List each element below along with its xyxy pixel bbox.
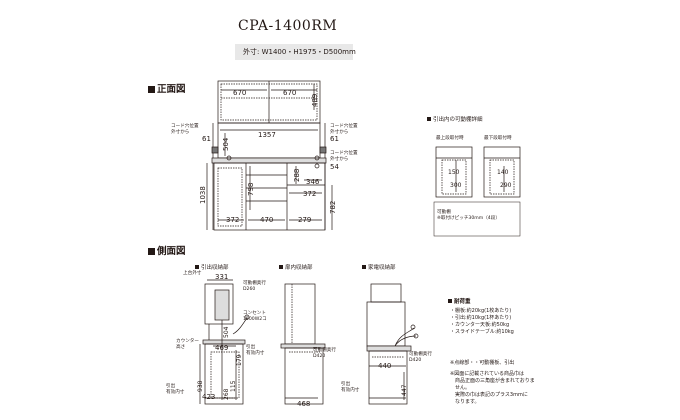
cord-note-2: コード穴位置外寸から: [330, 124, 358, 135]
side-view-heading: 側面図: [148, 243, 186, 257]
dim-782: 782: [329, 201, 337, 214]
dim-61-right: 61: [330, 135, 339, 143]
load-item: ・カウンター天板:約50kg: [450, 322, 510, 328]
side-dim-115: 115: [230, 380, 237, 392]
dim-61-left: 61: [202, 135, 211, 143]
note-line: ※図面に記載されている商品巾は: [450, 371, 525, 377]
dim-372-right: 372: [303, 190, 316, 198]
dim-504: 504: [222, 137, 230, 151]
detail-dim-140: 140: [497, 169, 509, 176]
side-dim-938: 938: [197, 380, 204, 392]
dim-1038: 1038: [199, 186, 207, 204]
side-dim-179: 179: [236, 354, 243, 366]
drawer-inner-label-1: 引出有効内寸: [246, 345, 265, 356]
dim-279: 279: [298, 216, 311, 224]
load-list: ・棚板:約20kg(1枚あたり) ・引出:約10kg(1杯あたり) ・カウンター…: [450, 308, 514, 336]
square-bullet-icon: [362, 265, 366, 269]
side-view-3-label: 家電収納部: [362, 263, 396, 271]
cord-note-1: コード穴位置外寸から: [171, 124, 199, 135]
shelf-detail-heading: 引出内の可動棚詳細: [427, 115, 483, 123]
dim-489: 489: [311, 94, 319, 107]
square-bullet-icon: [195, 265, 199, 269]
side-dim-504: 504: [223, 326, 230, 338]
side-dim-447: 447: [401, 384, 408, 396]
square-bullet-icon: [448, 299, 452, 303]
dim-372-left: 372: [226, 216, 239, 224]
dim-670-right: 670: [283, 89, 296, 97]
side-dim-469: 469: [215, 344, 228, 352]
top-position-label: 最上段取付時: [436, 136, 464, 141]
load-heading: 耐荷重: [448, 297, 471, 305]
dim-670-left: 670: [233, 89, 246, 97]
dim-470: 470: [260, 216, 273, 224]
square-bullet-icon: [427, 117, 431, 121]
note-line: せん。: [450, 385, 471, 391]
detail-dim-300: 300: [450, 182, 462, 189]
square-bullet-icon: [148, 247, 155, 255]
side-dim-423: 423: [202, 393, 215, 401]
drawer-inner-label-3: 引出有効内寸: [341, 382, 360, 393]
side-dim-268: 268: [223, 388, 230, 400]
load-item: ・引出:約10kg(1杯あたり): [450, 315, 512, 321]
drawer-inner-label-2: 引出有効内寸: [166, 384, 185, 395]
top-outer-label: 上台外寸: [183, 271, 202, 276]
dim-346: 346: [306, 178, 320, 186]
side-view-1-label: 引出収納部: [195, 263, 229, 271]
side-dim-468: 468: [297, 400, 310, 408]
dim-288: 288: [293, 169, 301, 182]
side-dim-440: 440: [378, 362, 391, 370]
note-line: なります。: [450, 399, 480, 405]
note-line: ※点線部・・可動棚板、引出: [450, 360, 515, 366]
outer-dimensions: 外寸: W1400・H1975・D500mm: [235, 44, 356, 60]
square-bullet-icon: [279, 265, 283, 269]
counter-height-label: カウンター高さ: [176, 339, 199, 350]
detail-dim-290: 290: [500, 182, 512, 189]
load-item: ・棚板:約20kg(1枚あたり): [450, 308, 512, 314]
bottom-position-label: 最下段取付時: [484, 136, 512, 141]
detail-dim-150: 150: [448, 169, 460, 176]
square-bullet-icon: [148, 85, 155, 93]
side-dim-331: 331: [215, 273, 228, 281]
detail-legend: 可動棚※取付けピッチ30mm（4段）: [437, 210, 500, 221]
note-line: 商品正面の三角座が含まれておりま: [450, 378, 535, 384]
dim-1357: 1357: [258, 131, 276, 139]
note-line: 実際の巾は表記のプラス3mmに: [450, 392, 528, 398]
cord-note-3: コード穴位置外寸から: [330, 151, 358, 162]
model-title: CPA-1400RM: [238, 18, 338, 34]
dim-54: 54: [330, 163, 339, 171]
side-view-2-label: 扉内収納部: [279, 263, 313, 271]
dim-798: 798: [247, 183, 255, 196]
load-notes: ※点線部・・可動棚板、引出 ※図面に記載されている商品巾は 商品正面の三角座が含…: [450, 360, 535, 406]
front-view-heading: 正面図: [148, 81, 186, 95]
load-item: ・スライドテーブル:約10kg: [450, 329, 514, 335]
